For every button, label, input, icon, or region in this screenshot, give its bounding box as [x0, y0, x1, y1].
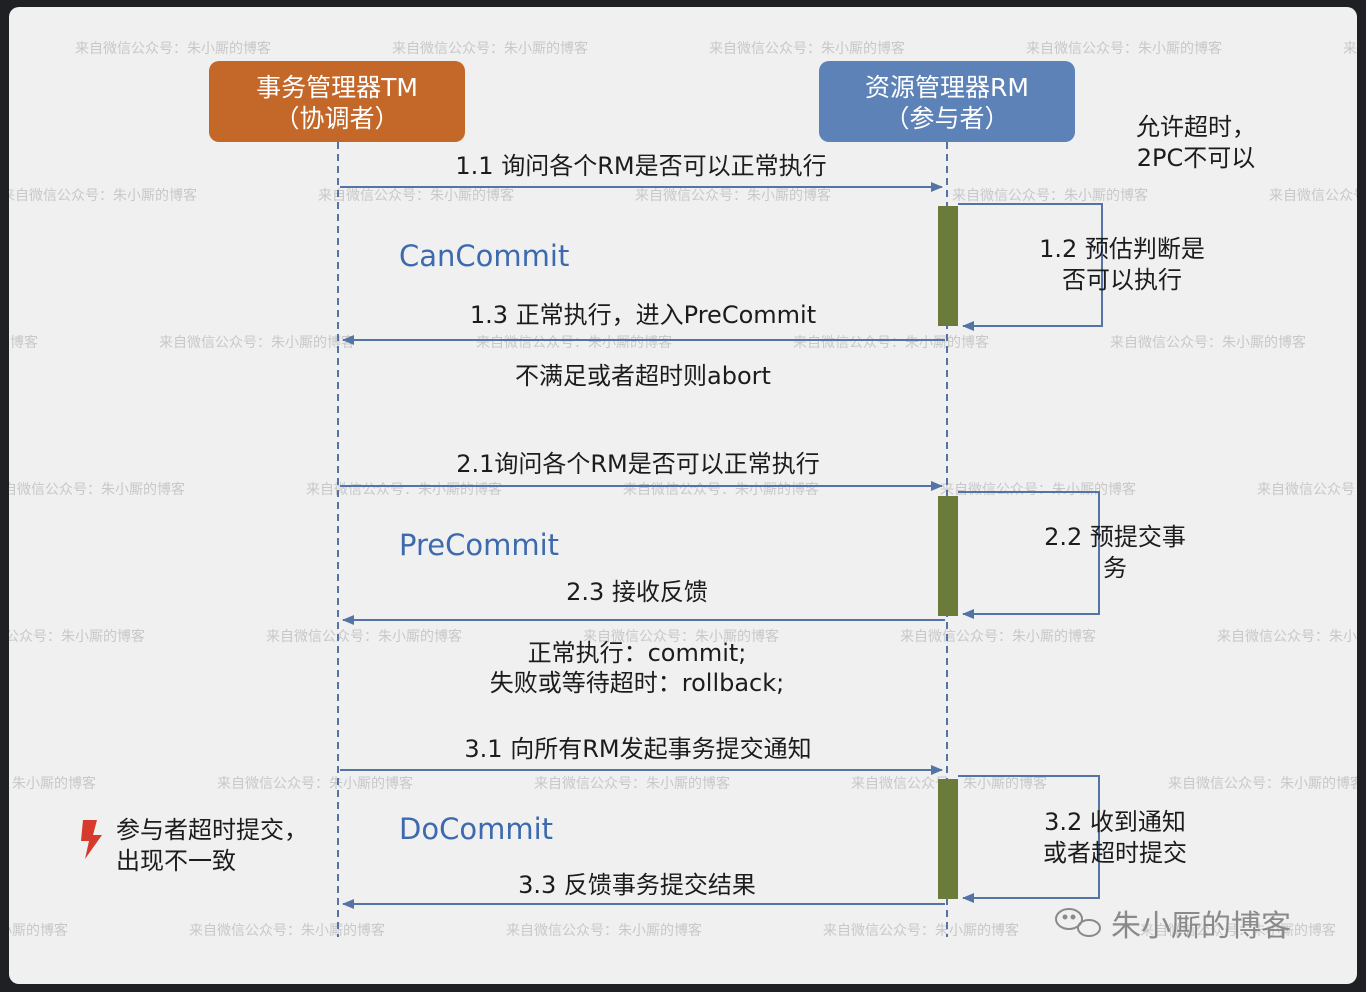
watermark-text: 来自微信公众号：朱小厮的博客 [1168, 775, 1357, 792]
watermark-text: 来自微信公众号：朱小厮的博客 [9, 922, 68, 939]
tm-actor-box [209, 61, 465, 142]
watermark-text: 来自微信公众号：朱小厮的博客 [1217, 628, 1357, 645]
message-2-3-note-line1: 正常执行：commit; [528, 639, 747, 667]
rm-actor-subtitle: （参与者） [884, 104, 1009, 133]
tm-actor: 事务管理器TM （协调者） [209, 61, 465, 142]
diagram-frame: 来自微信公众号：朱小厮的博客来自微信公众号：朱小厮的博客来自微信公众号：朱小厮的… [9, 7, 1357, 984]
watermark-text: 来自微信公众号：朱小厮的博客 [189, 922, 385, 939]
message-2-2-line1: 2.2 预提交事 [1044, 523, 1186, 551]
tm-actor-subtitle: （协调者） [274, 104, 399, 133]
watermark-text: 来自微信公众号：朱小厮的博客 [1343, 40, 1357, 57]
watermark-text: 来自微信公众号：朱小厮的博客 [583, 628, 779, 645]
watermark-text: 来自微信公众号：朱小厮的博客 [1257, 481, 1357, 498]
watermark-text: 来自微信公众号：朱小厮的博客 [318, 187, 514, 204]
message-3-1-label: 3.1 向所有RM发起事务提交通知 [464, 735, 811, 763]
watermark-text: 来自微信公众号：朱小厮的博客 [952, 187, 1148, 204]
message-1-2-line2: 否可以执行 [1062, 266, 1182, 294]
watermark-text: 来自微信公众号：朱小厮的博客 [9, 187, 197, 204]
warning-note-line1: 参与者超时提交， [116, 816, 308, 844]
message-1-3-note: 不满足或者超时则abort [515, 362, 771, 390]
message-2-2-line2: 务 [1103, 554, 1127, 582]
watermark-text: 来自微信公众号：朱小厮的博客 [1140, 922, 1336, 939]
warning-note-line2: 出现不一致 [116, 847, 236, 875]
rm-actor-box [819, 61, 1075, 142]
timeout-note-line2: 2PC不可以 [1137, 144, 1256, 172]
message-3-2-line2: 或者超时提交 [1043, 839, 1187, 867]
lightning-icon [81, 820, 102, 859]
watermark-text: 来自微信公众号：朱小厮的博客 [940, 481, 1136, 498]
watermark-text: 来自微信公众号：朱小厮的博客 [476, 334, 672, 351]
rm-activation-2 [938, 496, 958, 616]
self-call-2-2 [958, 491, 1100, 619]
message-1-1-label: 1.1 询问各个RM是否可以正常执行 [455, 152, 826, 180]
watermark-text: 来自微信公众号：朱小厮的博客 [506, 922, 702, 939]
watermark-text: 来自微信公众号：朱小厮的博客 [534, 775, 730, 792]
timeout-note-line1: 允许超时， [1136, 113, 1256, 141]
phase-precommit-label: PreCommit [399, 528, 559, 562]
rm-actor-title: 资源管理器RM [865, 73, 1029, 102]
watermark-text: 来自微信公众号：朱小厮的博客 [793, 334, 989, 351]
phase-docommit-label: DoCommit [399, 812, 553, 846]
watermark-text: 来自微信公众号：朱小厮的博客 [392, 40, 588, 57]
self-call-3-2 [958, 775, 1100, 903]
watermark-text: 来自微信公众号：朱小厮的博客 [75, 40, 271, 57]
watermark-text: 来自微信公众号：朱小厮的博客 [635, 187, 831, 204]
tm-actor-title: 事务管理器TM [256, 73, 418, 102]
rm-actor: 资源管理器RM （参与者） [819, 61, 1075, 142]
rm-activation-3 [938, 779, 958, 899]
watermark-text: 来自微信公众号：朱小厮的博客 [1269, 187, 1357, 204]
watermark-text: 来自微信公众号：朱小厮的博客 [823, 922, 1019, 939]
watermark-text: 来自微信公众号：朱小厮的博客 [900, 628, 1096, 645]
message-1-2-line1: 1.2 预估判断是 [1039, 235, 1205, 263]
watermark-text: 来自微信公众号：朱小厮的博客 [159, 334, 355, 351]
self-call-1-2 [958, 203, 1103, 331]
watermark-text: 来自微信公众号：朱小厮的博客 [1110, 334, 1306, 351]
message-3-2-line1: 3.2 收到通知 [1044, 808, 1186, 836]
message-2-3-label: 2.3 接收反馈 [566, 578, 708, 606]
watermark-text: 来自微信公众号：朱小厮的博客 [266, 628, 462, 645]
watermark-text: 来自微信公众号：朱小厮的博客 [9, 775, 96, 792]
sequence-diagram: 来自微信公众号：朱小厮的博客来自微信公众号：朱小厮的博客来自微信公众号：朱小厮的… [9, 40, 1357, 944]
watermark-text: 来自微信公众号：朱小厮的博客 [1026, 40, 1222, 57]
message-1-3-label: 1.3 正常执行，进入PreCommit [470, 301, 816, 329]
watermark-text: 来自微信公众号：朱小厮的博客 [9, 481, 185, 498]
watermark-text: 来自微信公众号：朱小厮的博客 [306, 481, 502, 498]
message-2-3-note-line2: 失败或等待超时：rollback; [490, 669, 784, 697]
watermark-text: 来自微信公众号：朱小厮的博客 [9, 628, 145, 645]
phase-cancommit-label: CanCommit [399, 239, 569, 273]
wechat-icon [1055, 908, 1101, 937]
watermark-text: 来自微信公众号：朱小厮的博客 [217, 775, 413, 792]
rm-activation-1 [938, 206, 958, 326]
message-2-1-label: 2.1询问各个RM是否可以正常执行 [456, 450, 820, 478]
watermark-text: 来自微信公众号：朱小厮的博客 [709, 40, 905, 57]
watermark-text: 来自微信公众号：朱小厮的博客 [9, 334, 38, 351]
watermark-text: 来自微信公众号：朱小厮的博客 [623, 481, 819, 498]
brand-watermark: 朱小厮的博客 [1111, 909, 1291, 944]
message-3-3-label: 3.3 反馈事务提交结果 [518, 871, 756, 899]
